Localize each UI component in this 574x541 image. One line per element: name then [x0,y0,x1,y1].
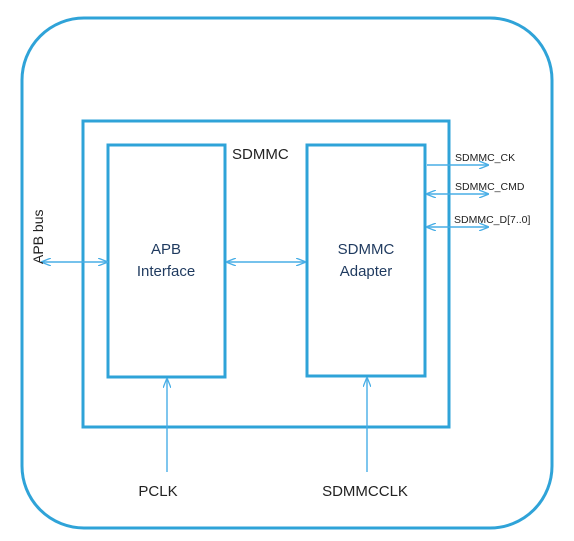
apb-interface-block [106,143,227,379]
sdmmc-container-label: SDMMC [232,146,289,163]
sdmmc-adapter-block [305,143,427,378]
sdmmc-adapter-label-line1: SDMMC [338,241,395,258]
apb-interface-label-line2: Interface [137,263,195,280]
sdmmc-data-label: SDMMC_D[7..0] [454,214,531,226]
sdmmc-container-box [81,119,451,429]
sdmmcclk-label: SDMMCCLK [322,483,408,500]
sdmmc-adapter-label-line2: Adapter [340,263,393,280]
pclk-label: PCLK [138,483,177,500]
apb-bus-label: APB bus [30,210,46,264]
sdmmc-cmd-label: SDMMC_CMD [455,181,525,193]
sdmmc-ck-label: SDMMC_CK [455,152,515,164]
outer-rounded-frame [20,16,554,530]
apb-interface-label-line1: APB [151,241,181,258]
